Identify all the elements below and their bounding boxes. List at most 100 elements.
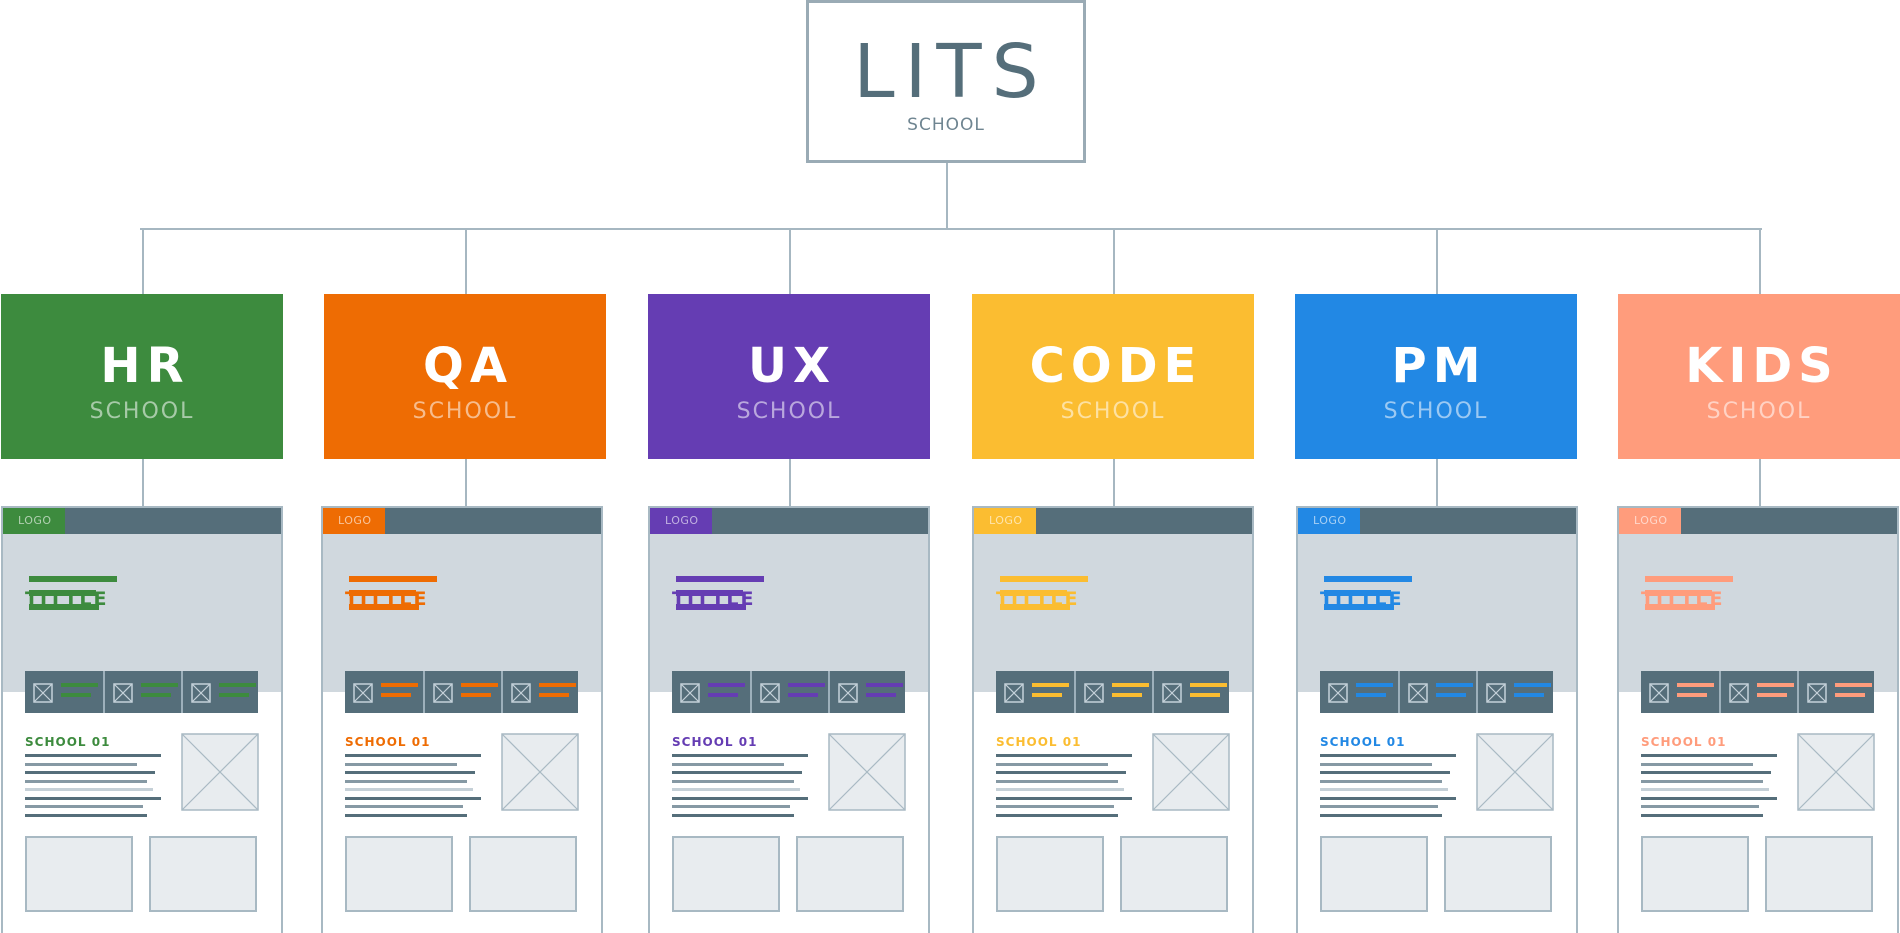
hero-section xyxy=(1298,534,1576,692)
hero-text-line xyxy=(1324,604,1394,610)
feature-strip xyxy=(1641,671,1874,713)
mockup-connector xyxy=(1113,459,1115,507)
logo-placeholder[interactable]: LOGO xyxy=(974,508,1036,534)
body-text-line xyxy=(1641,805,1759,808)
feature-card[interactable] xyxy=(996,671,1073,713)
feature-line xyxy=(381,683,418,687)
feature-card[interactable] xyxy=(1152,671,1229,713)
branch-drop xyxy=(1113,229,1115,295)
feature-line xyxy=(1032,693,1062,697)
body-text-line xyxy=(672,771,802,774)
feature-card[interactable] xyxy=(1641,671,1718,713)
image-placeholder-icon xyxy=(433,683,453,703)
content-card[interactable] xyxy=(469,836,577,912)
content-card[interactable] xyxy=(1765,836,1873,912)
content-card[interactable] xyxy=(1120,836,1228,912)
feature-card[interactable] xyxy=(103,671,180,713)
body-text-line xyxy=(25,813,147,817)
feature-line xyxy=(1190,693,1220,697)
body-text-line xyxy=(1320,805,1438,808)
feature-card[interactable] xyxy=(25,671,102,713)
image-placeholder xyxy=(1476,733,1554,811)
body-text-line xyxy=(345,813,467,817)
mockup-connector xyxy=(789,459,791,507)
body-text-line xyxy=(672,788,800,791)
body-text-line xyxy=(345,796,481,800)
body-text-line xyxy=(345,805,463,808)
school-subtitle: SCHOOL xyxy=(736,398,842,424)
feature-line xyxy=(1112,683,1149,687)
body-text-line xyxy=(1320,813,1442,817)
image-placeholder xyxy=(1152,733,1230,811)
feature-card[interactable] xyxy=(181,671,258,713)
feature-card[interactable] xyxy=(1398,671,1475,713)
body-text-line xyxy=(25,788,153,791)
logo-placeholder[interactable]: LOGO xyxy=(323,508,385,534)
feature-line xyxy=(1112,693,1142,697)
feature-card[interactable] xyxy=(1320,671,1397,713)
nav-bar: LOGO xyxy=(974,508,1252,534)
feature-card[interactable] xyxy=(345,671,422,713)
school-heading: SCHOOL 01 xyxy=(25,735,111,749)
nav-bar: LOGO xyxy=(323,508,601,534)
feature-line xyxy=(1677,683,1714,687)
content-card[interactable] xyxy=(1444,836,1552,912)
feature-strip xyxy=(25,671,258,713)
hero-text-line xyxy=(1000,604,1070,610)
logo-placeholder[interactable]: LOGO xyxy=(1619,508,1681,534)
feature-card[interactable] xyxy=(1074,671,1151,713)
feature-card[interactable] xyxy=(828,671,905,713)
root-title: LITS xyxy=(853,28,1049,115)
content-card[interactable] xyxy=(25,836,133,912)
feature-line xyxy=(539,683,576,687)
body-text-line xyxy=(1641,788,1769,791)
hero-text-line xyxy=(1324,576,1412,582)
feature-card[interactable] xyxy=(501,671,578,713)
content-card[interactable] xyxy=(996,836,1104,912)
feature-line xyxy=(1514,693,1544,697)
mockup-connector xyxy=(465,459,467,507)
logo-placeholder[interactable]: LOGO xyxy=(1298,508,1360,534)
nav-bar: LOGO xyxy=(1619,508,1897,534)
content-card[interactable] xyxy=(672,836,780,912)
feature-card[interactable] xyxy=(1719,671,1796,713)
hero-text-line xyxy=(1645,604,1715,610)
feature-line xyxy=(708,693,738,697)
body-text-line xyxy=(345,754,481,757)
image-placeholder-icon xyxy=(1328,683,1348,703)
feature-card[interactable] xyxy=(750,671,827,713)
school-heading: SCHOOL 01 xyxy=(1320,735,1406,749)
mockup-connector xyxy=(142,459,144,507)
body-text-line xyxy=(25,805,143,808)
feature-line xyxy=(1356,693,1386,697)
feature-card[interactable] xyxy=(1797,671,1874,713)
image-placeholder-icon xyxy=(1476,733,1554,811)
feature-line xyxy=(141,683,178,687)
image-placeholder-icon xyxy=(760,683,780,703)
image-placeholder-icon xyxy=(1649,683,1669,703)
content-card[interactable] xyxy=(1320,836,1428,912)
feature-strip xyxy=(996,671,1229,713)
body-text-line xyxy=(1320,796,1456,800)
feature-card[interactable] xyxy=(423,671,500,713)
hero-text-line xyxy=(676,590,743,596)
school-heading: SCHOOL 01 xyxy=(1641,735,1727,749)
content-card[interactable] xyxy=(1641,836,1749,912)
logo-placeholder[interactable]: LOGO xyxy=(650,508,712,534)
feature-card[interactable] xyxy=(1476,671,1553,713)
root-subtitle: SCHOOL xyxy=(907,114,985,135)
hero-section xyxy=(974,534,1252,692)
school-heading: SCHOOL 01 xyxy=(672,735,758,749)
branch-drop xyxy=(1436,229,1438,295)
image-placeholder-icon xyxy=(1152,733,1230,811)
body-text-line xyxy=(996,788,1124,791)
content-card[interactable] xyxy=(796,836,904,912)
body-text-line xyxy=(25,754,161,757)
hero-section xyxy=(1619,534,1897,692)
feature-card[interactable] xyxy=(672,671,749,713)
content-card[interactable] xyxy=(149,836,257,912)
content-card[interactable] xyxy=(345,836,453,912)
logo-placeholder[interactable]: LOGO xyxy=(3,508,65,534)
